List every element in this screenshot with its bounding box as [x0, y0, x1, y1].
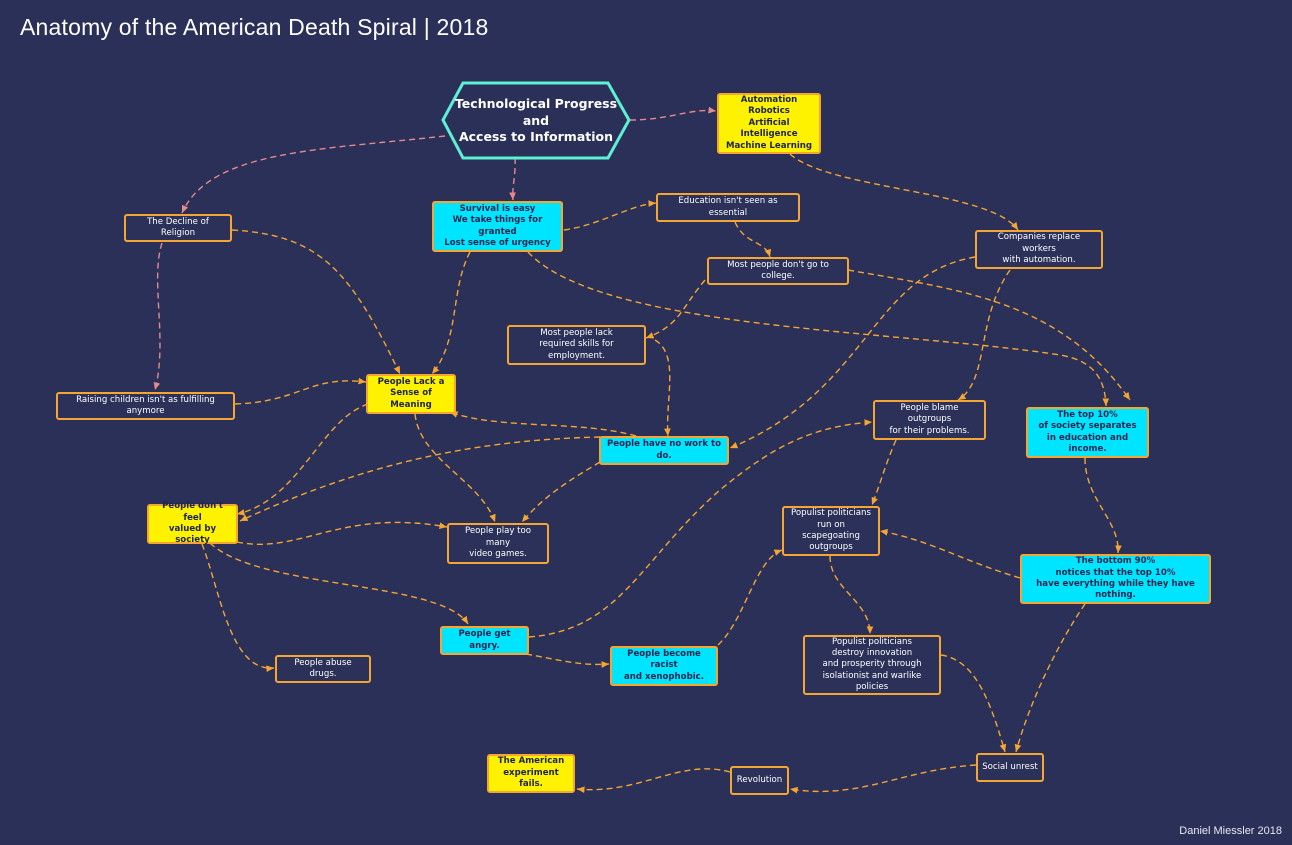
edge-revolution-to-experiment	[576, 768, 731, 794]
edge-racist-to-populistrun	[717, 549, 783, 646]
edge-unrest-to-revolution	[789, 764, 977, 794]
edge-survival-to-meaning	[431, 251, 471, 375]
node-no-college[interactable]: Most people don't go to college.	[707, 257, 849, 285]
edge-companies-to-nowork	[729, 256, 976, 449]
edge-companies-to-blame	[957, 269, 1011, 401]
edge-destroy-to-unrest	[940, 654, 1007, 753]
edge-top10-to-bottom90	[1084, 457, 1122, 554]
edge-lackskills-to-nowork	[654, 339, 671, 437]
edge-bottom90-to-populistrun	[879, 529, 1021, 579]
edge-survival-to-top10	[527, 251, 1110, 407]
edge-religion-to-meaning	[231, 229, 401, 375]
node-tech-progress[interactable]: Technological Progress and Access to Inf…	[454, 95, 618, 145]
node-no-work[interactable]: People have no work to do.	[599, 436, 729, 465]
edge-blame-to-populistrun	[871, 439, 897, 506]
node-lack-meaning[interactable]: People Lack a Sense of Meaning	[366, 374, 456, 414]
node-populist-scapegoating[interactable]: Populist politicians run on scapegoating…	[782, 506, 880, 556]
edge-nowork-to-videogames	[521, 461, 601, 523]
edge-angry-to-racist	[525, 653, 610, 668]
edge-automation-to-companies	[789, 153, 1019, 231]
node-video-games[interactable]: People play too many video games.	[447, 523, 549, 564]
node-raising-children[interactable]: Raising children isn't as fulfilling any…	[56, 392, 235, 420]
node-experiment-fails[interactable]: The American experiment fails.	[487, 754, 575, 793]
node-education-not-essential[interactable]: Education isn't seen as essential	[656, 193, 800, 222]
edge-nowork-to-notvalued	[239, 436, 601, 522]
edge-raising-to-meaning	[234, 377, 367, 405]
edge-education-to-college	[734, 221, 772, 258]
node-blame-outgroups[interactable]: People blame outgroups for their problem…	[873, 400, 986, 440]
edge-tech-to-automation	[629, 106, 717, 121]
edge-survival-to-education	[563, 200, 657, 231]
node-populist-destroy[interactable]: Populist politicians destroy innovation …	[803, 635, 941, 695]
node-not-valued[interactable]: People don't feel valued by society	[147, 501, 238, 545]
node-social-unrest[interactable]: Social unrest	[976, 753, 1044, 782]
edge-bottom90-to-unrest	[1014, 603, 1086, 753]
edge-meaning-to-videogames	[414, 413, 496, 523]
tech-hexagon-shape	[441, 81, 631, 160]
edge-religion-to-raising	[153, 242, 163, 391]
edge-tech-to-survival	[509, 157, 516, 201]
edge-notvalued-to-drugs	[201, 543, 275, 673]
edge-notvalued-to-angry	[209, 542, 469, 625]
edge-populistrun-to-destroy	[829, 555, 874, 635]
author-credit: Daniel Miessler 2018	[1179, 825, 1282, 837]
node-lack-skills[interactable]: Most people lack required skills for emp…	[507, 325, 646, 365]
node-top-10-percent[interactable]: The top 10% of society separates in educ…	[1026, 407, 1149, 458]
node-automation[interactable]: Automation Robotics Artificial Intellige…	[717, 93, 821, 154]
edge-angry-to-blame	[528, 419, 873, 638]
edge-nowork-to-meaning	[449, 411, 637, 437]
node-revolution[interactable]: Revolution	[730, 766, 789, 795]
node-people-angry[interactable]: People get angry.	[440, 626, 529, 655]
edge-notvalued-to-videogames	[236, 521, 448, 546]
edge-college-to-top10	[847, 269, 1131, 401]
node-survival-easy[interactable]: Survival is easy We take things for gran…	[432, 201, 563, 252]
node-decline-of-religion[interactable]: The Decline of Religion	[124, 214, 232, 242]
diagram-title: Anatomy of the American Death Spiral | 2…	[20, 14, 489, 40]
edge-meaning-to-notvalued	[236, 403, 369, 516]
node-abuse-drugs[interactable]: People abuse drugs.	[275, 655, 371, 683]
node-companies-replace-workers[interactable]: Companies replace workers with automatio…	[975, 230, 1103, 269]
node-racist-xenophobic[interactable]: People become racist and xenophobic.	[610, 646, 718, 686]
edge-tech-to-religion	[181, 135, 446, 214]
edge-college-to-lackskills	[645, 279, 706, 339]
node-bottom-90-percent[interactable]: The bottom 90% notices that the top 10% …	[1020, 554, 1211, 604]
